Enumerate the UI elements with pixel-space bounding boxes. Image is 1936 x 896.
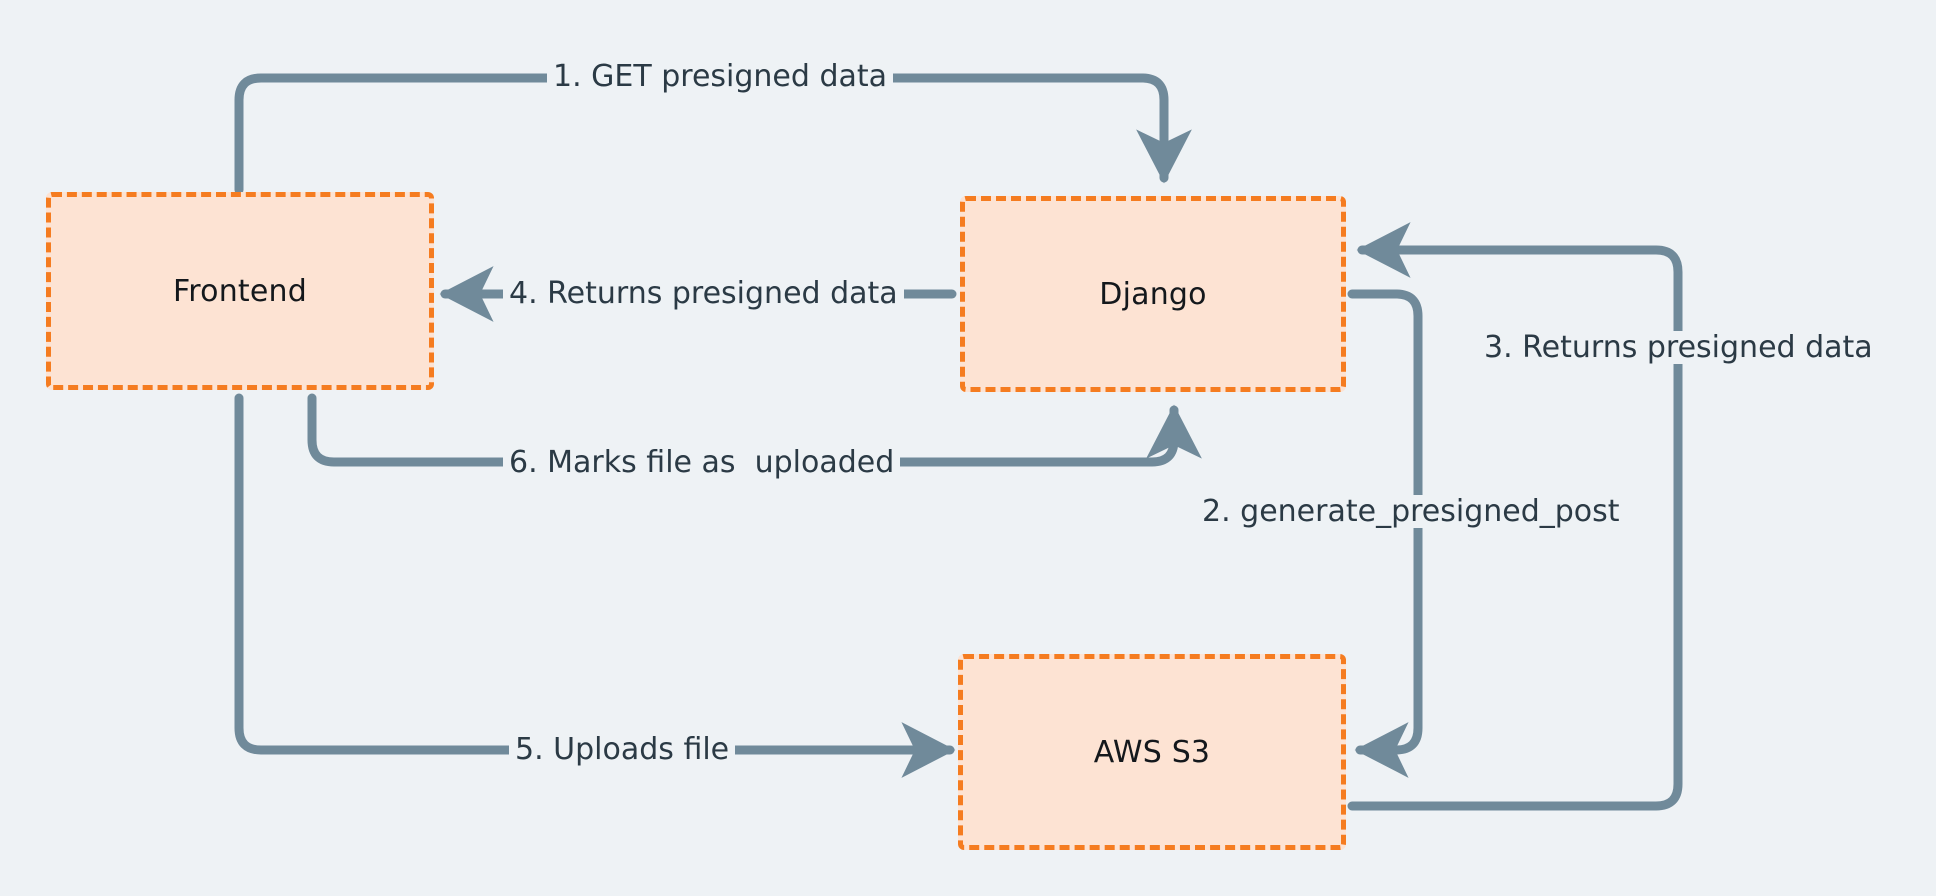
- node-frontend-label: Frontend: [173, 273, 307, 309]
- edge-label-3: 3. Returns presigned data: [1478, 331, 1879, 364]
- node-aws-s3-label: AWS S3: [1093, 734, 1211, 770]
- edge-label-1: 1. GET presigned data: [547, 60, 894, 93]
- edge-label-5: 5. Uploads file: [509, 733, 736, 766]
- node-django-label: Django: [1099, 276, 1207, 312]
- connector-5: [234, 393, 956, 778]
- edge-label-6: 6. Marks file as uploaded: [503, 446, 901, 479]
- node-aws-s3[interactable]: AWS S3: [958, 654, 1346, 850]
- connector-1: [234, 73, 1192, 195]
- node-frontend[interactable]: Frontend: [46, 192, 434, 390]
- node-django[interactable]: Django: [960, 196, 1346, 392]
- edge-label-2: 2. generate_presigned_post: [1196, 495, 1626, 528]
- connector-3: [1347, 222, 1683, 811]
- edge-label-4: 4. Returns presigned data: [503, 277, 904, 310]
